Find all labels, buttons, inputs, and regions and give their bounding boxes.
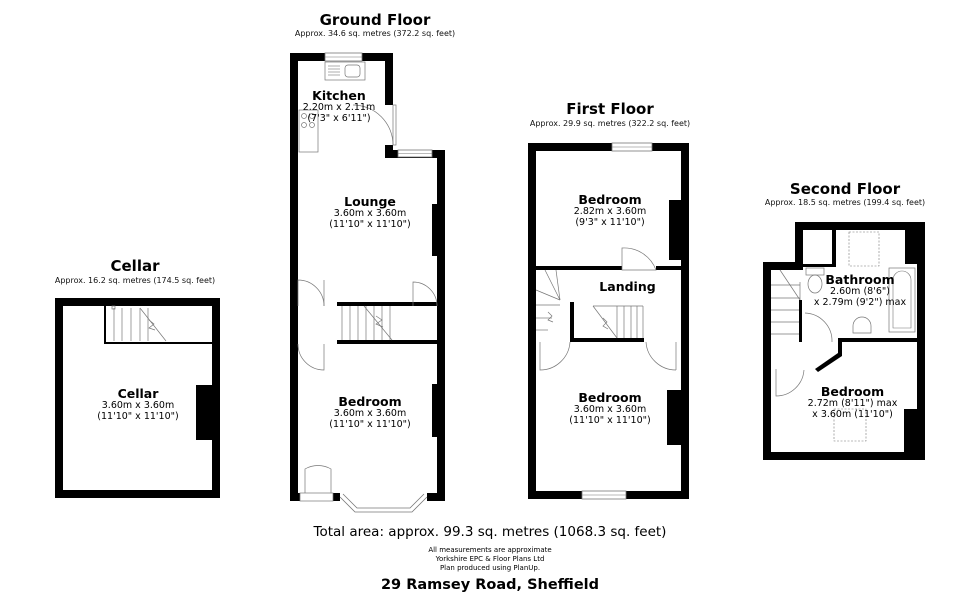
room-dim-imperial: (11'10" x 11'10") bbox=[97, 411, 179, 423]
room-dim-metric: 2.72m (8'11") max bbox=[807, 398, 898, 410]
note-line: All measurements are approximate bbox=[428, 546, 552, 554]
room-name: Cellar bbox=[117, 386, 159, 401]
ground-floor-area: Approx. 34.6 sq. metres (372.2 sq. feet) bbox=[294, 29, 456, 38]
room-dim-metric: 3.60m x 3.60m bbox=[333, 208, 407, 220]
room-name: Bedroom bbox=[338, 394, 402, 409]
cellar-area: Approx. 16.2 sq. metres (174.5 sq. feet) bbox=[54, 276, 216, 285]
room-dim-imperial: x 3.60m (11'10") bbox=[812, 409, 893, 421]
room-dim-metric: 3.60m x 3.60m bbox=[101, 400, 175, 412]
room-first-bedroom-rear: Bedroom 2.82m x 3.60m (9'3" x 11'10") bbox=[550, 192, 670, 229]
room-dim-metric: 2.60m (8'6") bbox=[830, 286, 890, 298]
room-name: Bedroom bbox=[578, 192, 642, 207]
room-name: Bedroom bbox=[578, 390, 642, 405]
room-dim-metric: 3.60m x 3.60m bbox=[333, 408, 407, 420]
room-name: Bedroom bbox=[820, 384, 885, 399]
room-lounge: Lounge 3.60m x 3.60m (11'10" x 11'10") bbox=[310, 194, 430, 231]
note-line: Yorkshire EPC & Floor Plans Ltd bbox=[435, 555, 545, 564]
cellar-title: Cellar bbox=[110, 257, 160, 275]
room-dim-imperial: (7'3" x 6'11") bbox=[307, 113, 371, 125]
second-floor-area: Approx. 18.5 sq. metres (199.4 sq. feet) bbox=[764, 198, 926, 207]
property-address: 29 Ramsey Road, Sheffield bbox=[380, 577, 600, 593]
room-name: Kitchen bbox=[312, 88, 366, 103]
room-name: Landing bbox=[599, 279, 656, 294]
room-dim-metric: 2.20m x 2.11m bbox=[302, 102, 376, 114]
note-line: Plan produced using PlanUp. bbox=[439, 564, 541, 573]
room-cellar: Cellar 3.60m x 3.60m (11'10" x 11'10") bbox=[78, 386, 198, 423]
first-floor-title: First Floor bbox=[566, 100, 654, 118]
room-dim-metric: 2.82m x 3.60m bbox=[573, 206, 647, 218]
room-dim-imperial: x 2.79m (9'2") max bbox=[813, 297, 907, 309]
first-floor-area: Approx. 29.9 sq. metres (322.2 sq. feet) bbox=[529, 119, 691, 128]
ground-floor-plan bbox=[290, 52, 445, 513]
room-kitchen: Kitchen 2.20m x 2.11m (7'3" x 6'11") bbox=[284, 88, 394, 125]
room-dim-metric: 3.60m x 3.60m bbox=[573, 404, 647, 416]
room-name: Bathroom bbox=[825, 272, 895, 287]
room-dim-imperial: (11'10" x 11'10") bbox=[329, 419, 411, 431]
room-dim-imperial: (11'10" x 11'10") bbox=[329, 219, 411, 231]
second-floor-title: Second Floor bbox=[789, 180, 901, 198]
ground-floor-title: Ground Floor bbox=[319, 11, 431, 29]
room-first-bedroom-front: Bedroom 3.60m x 3.60m (11'10" x 11'10") bbox=[550, 390, 670, 427]
room-second-bedroom: Bedroom 2.72m (8'11") max x 3.60m (11'10… bbox=[795, 384, 910, 421]
room-ground-bedroom: Bedroom 3.60m x 3.60m (11'10" x 11'10") bbox=[310, 394, 430, 431]
room-bathroom: Bathroom 2.60m (8'6") x 2.79m (9'2") max bbox=[810, 272, 910, 309]
cellar-plan bbox=[55, 298, 220, 498]
disclaimer-notes: All measurements are approximate Yorkshi… bbox=[0, 546, 980, 573]
total-area: Total area: approx. 99.3 sq. metres (106… bbox=[313, 524, 667, 540]
first-floor-plan bbox=[528, 142, 689, 500]
second-floor-plan bbox=[763, 222, 925, 460]
room-dim-imperial: (9'3" x 11'10") bbox=[575, 217, 645, 229]
room-landing: Landing bbox=[590, 279, 665, 294]
room-dim-imperial: (11'10" x 11'10") bbox=[569, 415, 651, 427]
room-name: Lounge bbox=[344, 194, 396, 209]
